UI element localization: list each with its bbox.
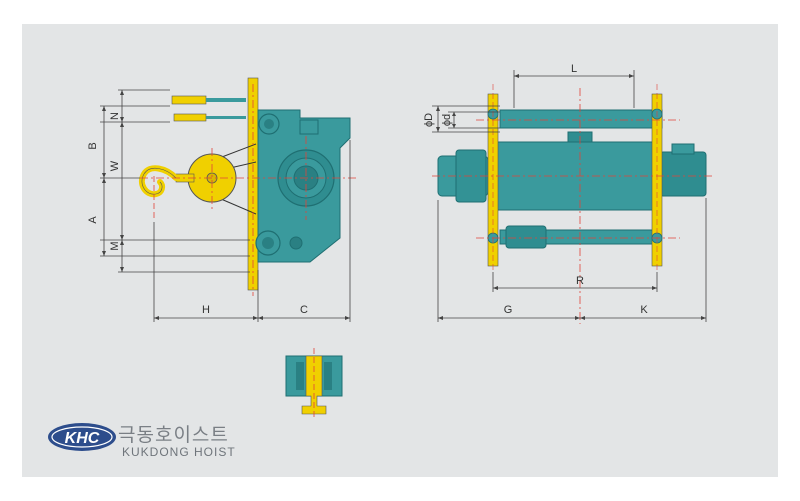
trolley-wheel-lower xyxy=(173,113,207,122)
dim-label-N: N xyxy=(109,112,121,120)
brand-name-korean: 극동호이스트 xyxy=(118,424,229,446)
hook-icon xyxy=(138,165,179,198)
rail-detail xyxy=(285,348,343,420)
travel-motor xyxy=(505,225,547,249)
dim-label-D: ϕD xyxy=(423,113,435,127)
trolley-axle-upper xyxy=(206,98,246,102)
dim-label-M: M xyxy=(109,241,121,250)
trolley-axle-lower xyxy=(206,116,246,119)
dim-label-G: G xyxy=(504,304,513,316)
dim-label-H: H xyxy=(202,304,210,316)
dim-label-C: C xyxy=(300,304,308,316)
dim-label-A: A xyxy=(87,216,99,224)
side-view: B A N W M H C xyxy=(87,77,356,322)
junction-box xyxy=(299,119,319,135)
dim-label-R: R xyxy=(576,275,584,287)
dim-label-L: L xyxy=(571,63,577,75)
dim-label-B: B xyxy=(87,142,99,149)
dim-label-W: W xyxy=(109,160,121,171)
dim-label-d: ϕd xyxy=(441,114,453,126)
brand-logo-mark: KHC xyxy=(48,423,116,451)
brand-name-english: KUKDONG HOIST xyxy=(122,445,236,459)
trolley-wheel-upper xyxy=(171,95,207,105)
upper-shaft xyxy=(499,109,663,129)
front-view: L ϕD ϕd R G K xyxy=(423,63,712,324)
gearbox xyxy=(659,151,707,197)
dim-label-K: K xyxy=(640,304,648,316)
logo-mark-text: KHC xyxy=(65,430,100,447)
